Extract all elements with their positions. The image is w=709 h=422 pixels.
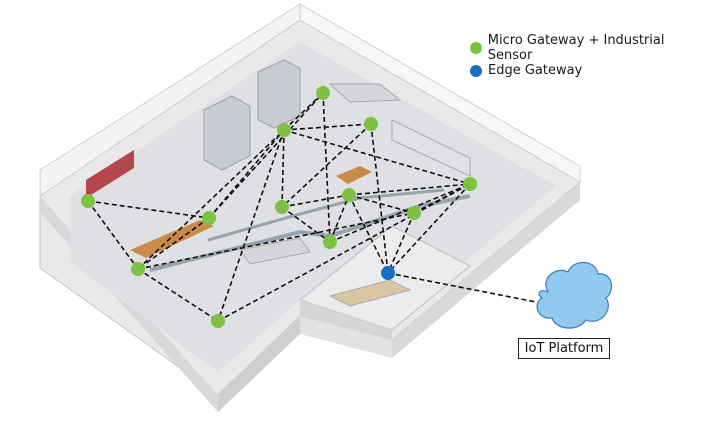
network-links bbox=[87, 92, 537, 322]
network-link bbox=[137, 129, 285, 270]
legend-label-micro-gateway: Micro Gateway + Industrial Sensor bbox=[487, 32, 665, 63]
network-link bbox=[387, 183, 471, 274]
micro-gateway-node bbox=[463, 177, 477, 191]
micro-gateway-node bbox=[131, 262, 145, 276]
network-link bbox=[281, 129, 285, 208]
micro-gateway-node bbox=[202, 211, 216, 225]
network-link bbox=[322, 92, 331, 243]
legend: Micro Gateway + Industrial Sensor Edge G… bbox=[470, 33, 709, 82]
legend-item-edge-gateway: Edge Gateway bbox=[470, 59, 709, 82]
network-link bbox=[281, 194, 350, 208]
micro-gateway-dot-icon bbox=[470, 41, 482, 54]
micro-gateway-node bbox=[277, 123, 291, 137]
micro-gateway-node bbox=[211, 314, 225, 328]
micro-gateway-node bbox=[407, 206, 421, 220]
network-link bbox=[217, 129, 285, 322]
network-link bbox=[137, 217, 210, 270]
network-link bbox=[348, 194, 415, 214]
iot-platform-label: IoT Platform bbox=[518, 338, 610, 359]
gateway-nodes bbox=[81, 86, 477, 328]
building-floor bbox=[39, 3, 581, 412]
cloud-uplink bbox=[387, 272, 537, 303]
network-link bbox=[281, 206, 331, 243]
micro-gateway-node bbox=[364, 117, 378, 131]
network-link bbox=[208, 92, 324, 219]
edge-gateway-node bbox=[381, 266, 395, 280]
network-link bbox=[370, 123, 389, 274]
network-link bbox=[87, 200, 210, 219]
network-link bbox=[329, 194, 350, 243]
network-link bbox=[281, 123, 372, 208]
legend-label-edge-gateway: Edge Gateway bbox=[488, 63, 583, 78]
network-link bbox=[413, 183, 471, 214]
network-link bbox=[283, 123, 372, 131]
edge-gateway-dot-icon bbox=[470, 64, 482, 77]
network-link bbox=[87, 200, 139, 270]
micro-gateway-node bbox=[81, 194, 95, 208]
micro-gateway-node bbox=[316, 86, 330, 100]
network-link bbox=[348, 183, 471, 196]
network-link bbox=[329, 183, 471, 243]
cloud-icon bbox=[536, 261, 613, 329]
micro-gateway-node bbox=[323, 235, 337, 249]
network-link bbox=[283, 92, 324, 131]
network-link bbox=[348, 194, 389, 274]
micro-gateway-node bbox=[275, 200, 289, 214]
network-link bbox=[283, 129, 471, 185]
network-link bbox=[137, 212, 415, 270]
network-link bbox=[387, 212, 415, 274]
legend-item-micro-gateway: Micro Gateway + Industrial Sensor bbox=[470, 33, 709, 63]
micro-gateway-node bbox=[342, 188, 356, 202]
